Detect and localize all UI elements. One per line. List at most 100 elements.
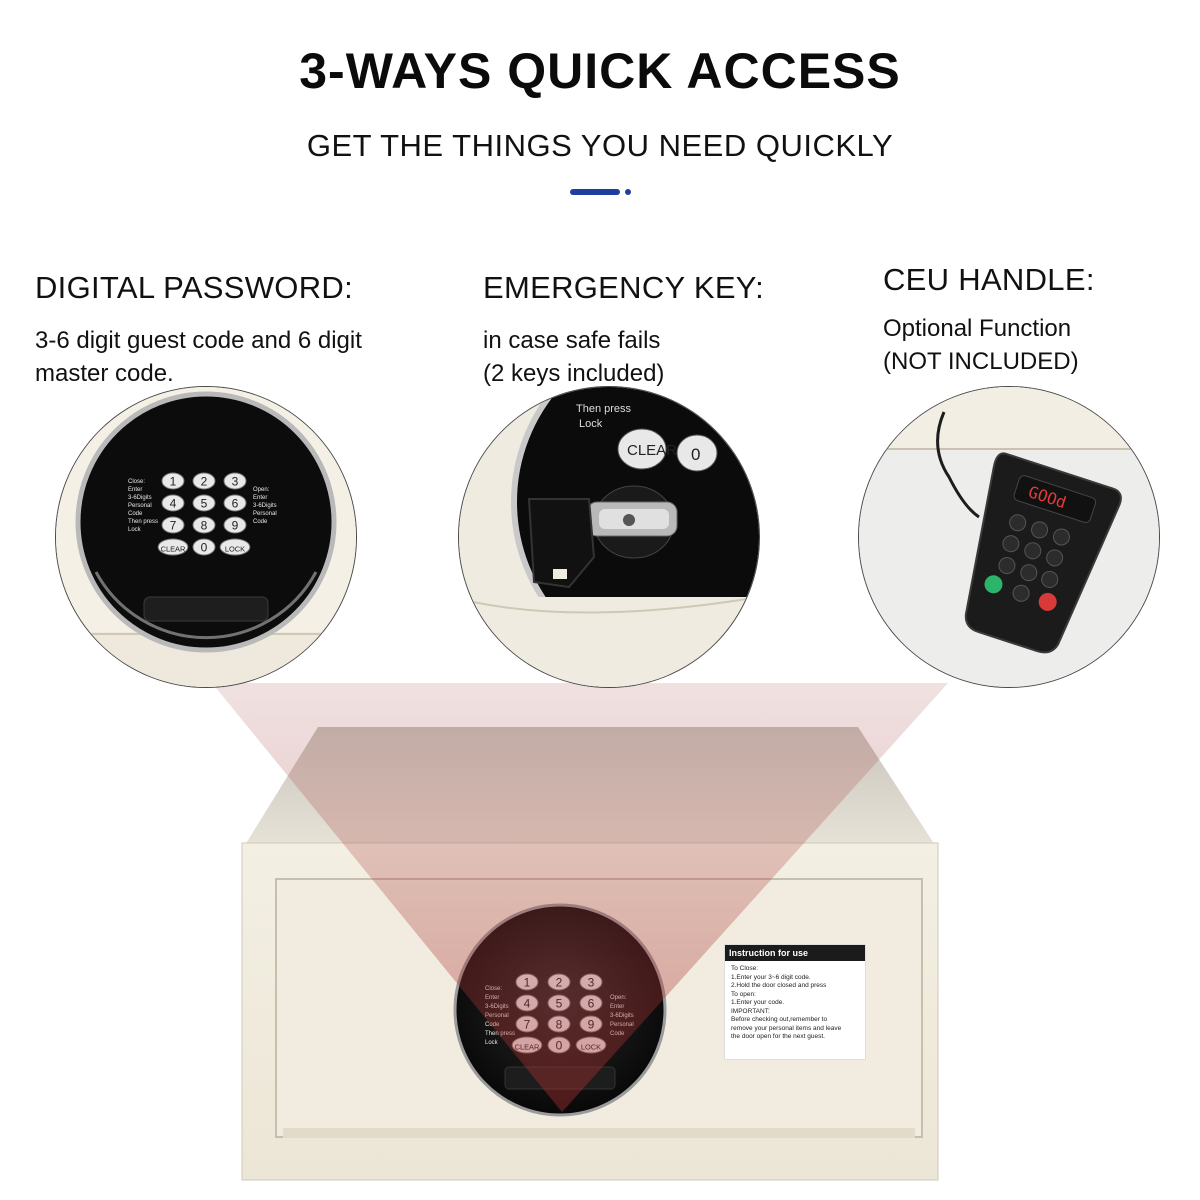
closeup-key: 1 [161, 472, 185, 490]
instruction-line: 1.Enter your 3~6 digit code. [731, 973, 811, 981]
closeup-key-label: 4 [170, 496, 177, 510]
closeup-key: LOCK [219, 538, 251, 556]
instruction-line: Before checking out,remember to [731, 1016, 828, 1023]
key-closeup-label: Lock [579, 418, 603, 430]
instruction-line: To open: [731, 990, 756, 998]
door-left-label: Personal [485, 1013, 509, 1019]
instruction-line: To Close: [731, 965, 759, 972]
feature-description: Optional Function (NOT INCLUDED) [883, 312, 1095, 378]
closeup-key-label: 1 [170, 474, 177, 488]
feature-description: in case safe fails (2 keys included) [483, 324, 764, 390]
closeup-key: 2 [192, 472, 216, 490]
closeup-key: 7 [161, 516, 185, 534]
door-key-label: 5 [556, 996, 563, 1010]
instruction-line: the door open for the next guest. [731, 1033, 825, 1040]
closeup-key-label: 3 [232, 474, 239, 488]
feature-description-line: Optional Function [883, 315, 1072, 342]
door-key: 4 [515, 994, 539, 1012]
door-left-label: Close: [485, 986, 502, 992]
closeup-key-label: 8 [201, 518, 208, 532]
door-key: 7 [515, 1015, 539, 1033]
door-key: LOCK [575, 1036, 607, 1054]
closeup-key-label: 5 [201, 496, 208, 510]
closeup-right-label: Open: [253, 487, 270, 493]
closeup-key: CLEAR [157, 538, 189, 556]
door-key-label: 3 [588, 975, 595, 989]
feature-emergency-key: EMERGENCY KEY: in case safe fails (2 key… [483, 270, 764, 390]
ceu-handle-closeup: GOOd [858, 386, 1160, 688]
feature-title: DIGITAL PASSWORD: [35, 270, 354, 305]
feature-description: 3-6 digit guest code and 6 digit master … [35, 324, 362, 390]
door-left-label: Code [485, 1022, 500, 1028]
closeup-key-label: 2 [201, 474, 208, 488]
closeup-left-label: Close: [128, 479, 145, 485]
closeup-right-label: 3-6Digits [253, 503, 277, 509]
emergency-key-closeup: Then press Lock CLEAR 0 [458, 386, 760, 688]
closeup-right-label: Personal [253, 511, 277, 517]
closeup-left-label: Personal [128, 503, 152, 509]
key-closeup-clear: CLEAR [627, 442, 677, 459]
feature-description-line: master code. [35, 360, 174, 387]
closeup-left-label: Code [128, 511, 143, 517]
feature-ceu-handle: CEU HANDLE: Optional Function (NOT INCLU… [883, 262, 1095, 378]
feature-description-line: (NOT INCLUDED) [883, 348, 1079, 375]
accent-divider [570, 189, 620, 195]
feature-digital-password: DIGITAL PASSWORD: 3-6 digit guest code a… [35, 270, 362, 390]
door-right-label: Enter [610, 1004, 624, 1010]
emergency-key-art: Then press Lock CLEAR 0 [459, 387, 759, 687]
door-key-label: LOCK [581, 1042, 601, 1051]
door-key: 1 [515, 973, 539, 991]
instruction-card-lines: To Close:1.Enter your 3~6 digit code.2.H… [725, 961, 865, 1046]
door-key-label: 4 [524, 996, 531, 1010]
instruction-line: IMPORTANT: [731, 1007, 770, 1015]
door-key: 6 [579, 994, 603, 1012]
closeup-key: 9 [223, 516, 247, 534]
feature-title: CEU HANDLE: [883, 262, 1095, 297]
door-key: 8 [547, 1015, 571, 1033]
closeup-key-label: CLEAR [161, 544, 186, 553]
accent-dot [625, 189, 631, 195]
closeup-key: 4 [161, 494, 185, 512]
page-title: 3-WAYS QUICK ACCESS [299, 43, 901, 99]
door-right-label: 3-6Digits [610, 1013, 634, 1019]
closeup-left-label: Then press [128, 519, 158, 525]
feature-title: EMERGENCY KEY: [483, 270, 764, 305]
closeup-left-label: 3-6Digits [128, 495, 152, 501]
door-left-label: Enter [485, 995, 499, 1001]
closeup-key-label: 7 [170, 518, 177, 532]
ceu-handle-art: GOOd [859, 387, 1159, 687]
feature-description-line: in case safe fails [483, 327, 661, 354]
closeup-key-label: 0 [201, 540, 208, 554]
instruction-line: 1.Enter your code. [731, 999, 785, 1006]
feature-description-line: (2 keys included) [483, 360, 665, 387]
door-key-label: 8 [556, 1017, 563, 1031]
door-right-label: Code [610, 1031, 625, 1037]
closeup-left-label: Enter [128, 487, 142, 493]
door-key-label: 2 [556, 975, 563, 989]
door-key: 3 [579, 973, 603, 991]
door-key-label: CLEAR [515, 1042, 540, 1051]
closeup-key: 6 [223, 494, 247, 512]
closeup-key-label: 6 [232, 496, 239, 510]
door-right-label: Personal [610, 1022, 634, 1028]
instruction-line: 2.Hold the door closed and press [731, 982, 827, 989]
instruction-card: Instruction for use To Close:1.Enter you… [724, 944, 866, 1060]
instruction-card-title: Instruction for use [725, 945, 865, 961]
door-left-label: Lock [485, 1040, 499, 1046]
closeup-key: 0 [192, 538, 216, 556]
closeup-key: 5 [192, 494, 216, 512]
door-key-label: 7 [524, 1017, 531, 1031]
door-key: 9 [579, 1015, 603, 1033]
key-closeup-label: Then press [576, 403, 632, 415]
feature-description-line: 3-6 digit guest code and 6 digit [35, 327, 362, 354]
door-left-label: Then press [485, 1031, 515, 1037]
door-key: 2 [547, 973, 571, 991]
closeup-key: 3 [223, 472, 247, 490]
closeup-right-label: Enter [253, 495, 267, 501]
closeup-key-label: LOCK [225, 544, 245, 553]
door-key-label: 9 [588, 1017, 595, 1031]
door-right-label: Open: [610, 995, 627, 1001]
closeup-key-label: 9 [232, 518, 239, 532]
instruction-line: remove your personal items and leave [731, 1024, 842, 1032]
